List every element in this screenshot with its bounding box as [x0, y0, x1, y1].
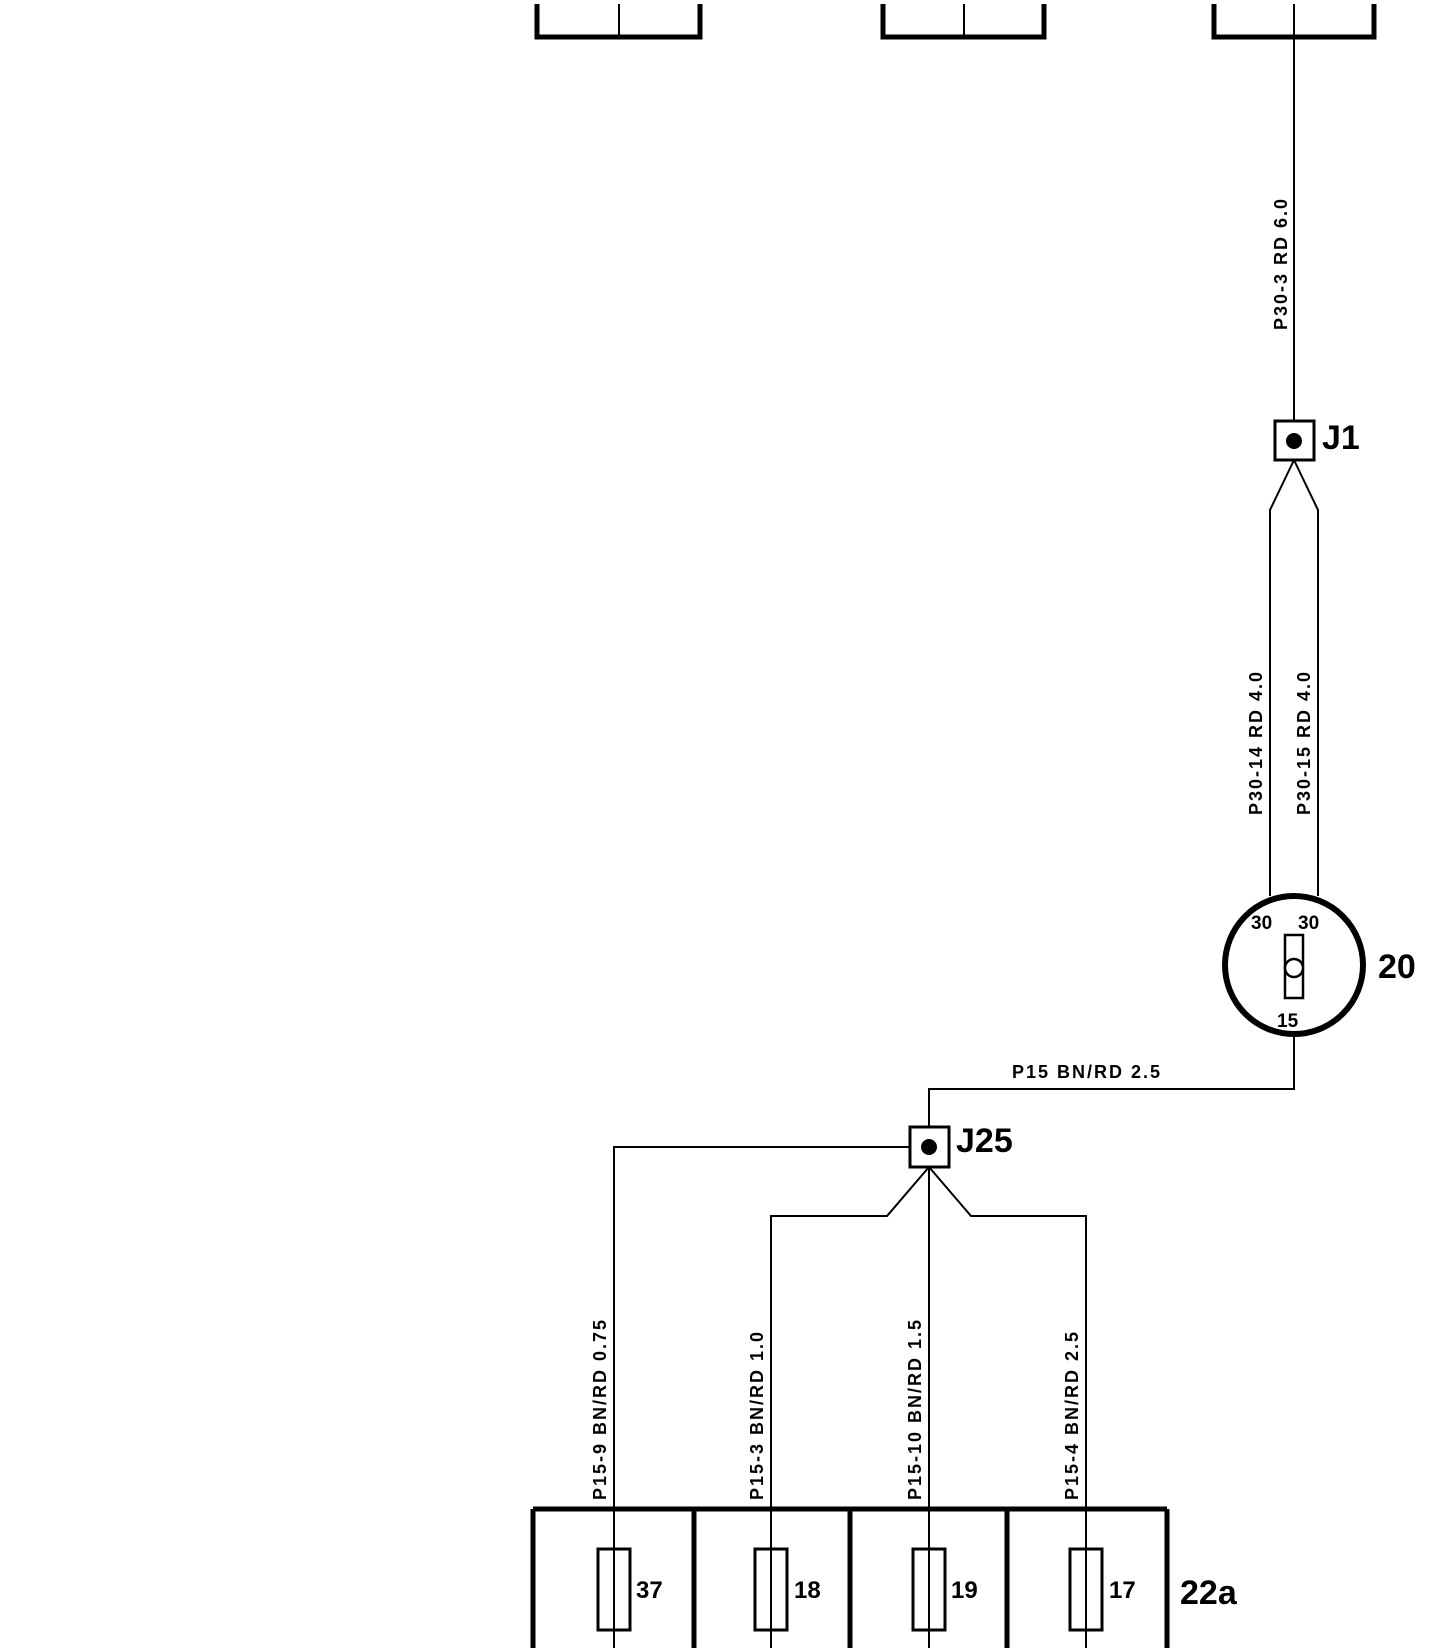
wire-p30-15 — [1293, 459, 1319, 896]
ignition-pin-15: 15 — [1277, 1011, 1299, 1032]
junction-j1 — [1273, 419, 1316, 462]
component-label-20: 20 — [1378, 948, 1416, 986]
fuse-label-19: 19 — [951, 1577, 978, 1604]
wire-p30-14 — [1269, 459, 1295, 896]
junction-j25 — [908, 1125, 951, 1169]
ignition-pin-30a: 30 — [1251, 913, 1272, 934]
fuse-label-17: 17 — [1109, 1577, 1136, 1604]
wire-label-p15-4: P15-4 BN/RD 2.5 — [1062, 1330, 1082, 1500]
wire-label-p15-9: P15-9 BN/RD 0.75 — [590, 1318, 610, 1500]
wire-label-p30-15: P30-15 RD 4.0 — [1294, 670, 1314, 815]
wire-label-p15-10: P15-10 BN/RD 1.5 — [905, 1318, 925, 1500]
wire-p15-3 — [770, 1166, 930, 1509]
wire-label-p30-3: P30-3 RD 6.0 — [1271, 197, 1291, 330]
key-icon — [1283, 933, 1305, 1000]
fuse-17 — [1068, 1509, 1104, 1648]
wire-label-p30-14: P30-14 RD 4.0 — [1246, 670, 1266, 815]
junction-label-j25: J25 — [956, 1122, 1013, 1160]
fuse-label-18: 18 — [794, 1577, 821, 1604]
wire-p15 — [928, 1034, 1295, 1126]
wire-label-p15: P15 BN/RD 2.5 — [1012, 1062, 1162, 1082]
top-connector-left — [534, 4, 703, 40]
component-label-22a: 22a — [1180, 1574, 1238, 1612]
junction-label-j1: J1 — [1322, 419, 1360, 457]
fuse-18 — [753, 1509, 789, 1648]
wire-label-p15-3: P15-3 BN/RD 1.0 — [747, 1330, 767, 1500]
fuse-label-37: 37 — [636, 1577, 663, 1604]
top-connector-middle — [880, 4, 1047, 40]
fuse-19 — [911, 1509, 947, 1648]
ignition-switch — [1222, 893, 1366, 1037]
fuse-37 — [596, 1509, 632, 1648]
fuse-box — [530, 1506, 1170, 1648]
wire-p15-9 — [613, 1146, 910, 1509]
ignition-pin-30b: 30 — [1298, 913, 1319, 934]
wire-p15-4 — [928, 1166, 1087, 1509]
